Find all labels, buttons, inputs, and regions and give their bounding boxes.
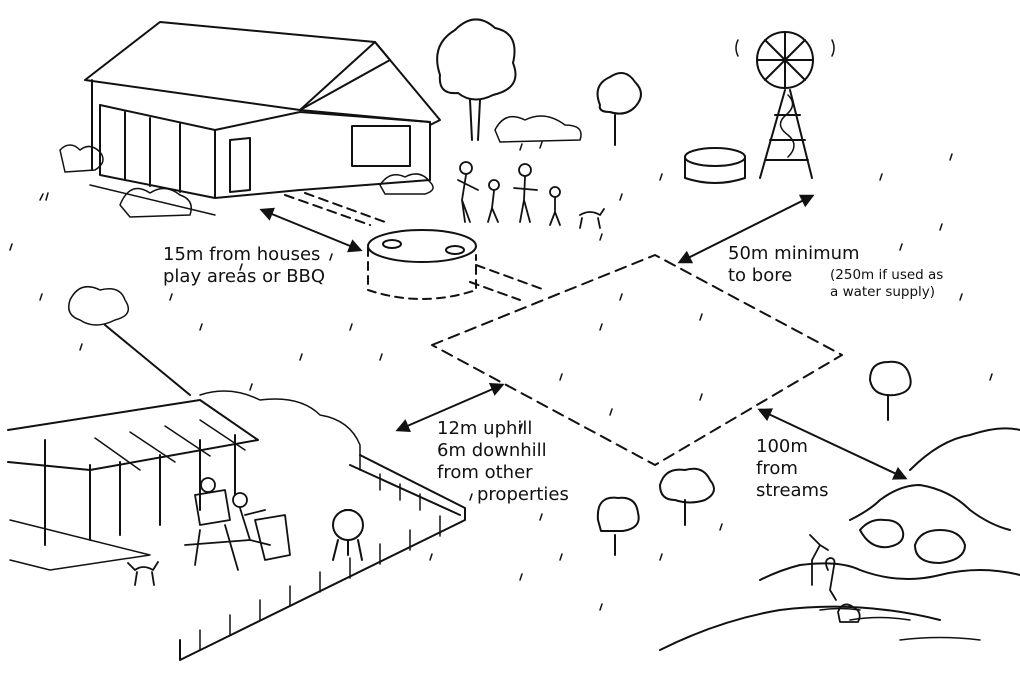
properties-line-1: 12m uphill bbox=[437, 418, 533, 439]
houses-line-1: 15m from houses bbox=[163, 244, 321, 265]
streams-line-2: from bbox=[756, 458, 798, 479]
family-group bbox=[457, 161, 605, 229]
shrub-center bbox=[596, 467, 715, 556]
pipe-tank-to-field bbox=[469, 264, 546, 301]
bore-line-2: to bore bbox=[728, 265, 793, 286]
arrow-streams bbox=[757, 408, 908, 480]
houses-line-2: play areas or BBQ bbox=[163, 266, 326, 287]
pipe-house-to-tank bbox=[284, 192, 386, 226]
windmill bbox=[735, 31, 835, 179]
grass-tufts bbox=[9, 141, 993, 611]
label-streams-setback: 100m from streams bbox=[756, 436, 828, 502]
people-outdoor-dining bbox=[184, 477, 291, 571]
tree-top-center bbox=[436, 18, 582, 143]
neighbour-house bbox=[7, 285, 361, 571]
fence bbox=[179, 454, 466, 661]
shrub-right bbox=[869, 360, 912, 421]
streams-line-1: 100m bbox=[756, 436, 808, 457]
label-bore-setback: 50m minimum to bore bbox=[728, 243, 860, 287]
bore-note-line-2: a water supply) bbox=[830, 284, 936, 300]
disposal-field bbox=[431, 254, 843, 466]
waterbirds bbox=[809, 534, 861, 623]
tree-top-right bbox=[596, 72, 642, 146]
label-houses-setback: 15m from houses play areas or BBQ bbox=[163, 244, 325, 288]
stream-bank bbox=[659, 427, 1020, 651]
properties-line-4: properties bbox=[477, 484, 569, 505]
arrow-bore bbox=[677, 194, 815, 264]
bore-line-1: 50m minimum bbox=[728, 243, 860, 264]
water-tank bbox=[684, 147, 746, 184]
arrow-properties bbox=[395, 383, 505, 432]
label-properties-setback: 12m uphill 6m downhill from other proper… bbox=[437, 418, 569, 506]
properties-line-3: from other bbox=[437, 462, 533, 483]
septic-tank bbox=[367, 229, 477, 300]
properties-line-2: 6m downhill bbox=[437, 440, 547, 461]
streams-line-3: streams bbox=[756, 480, 829, 501]
bore-note-line-1: (250m if used as bbox=[830, 267, 944, 283]
neighbour-dog bbox=[127, 561, 159, 586]
farmhouse bbox=[59, 21, 441, 218]
label-bore-note: (250m if used as a water supply) bbox=[830, 267, 943, 301]
bbq-kettle bbox=[332, 509, 364, 561]
arrow-houses bbox=[259, 207, 363, 253]
